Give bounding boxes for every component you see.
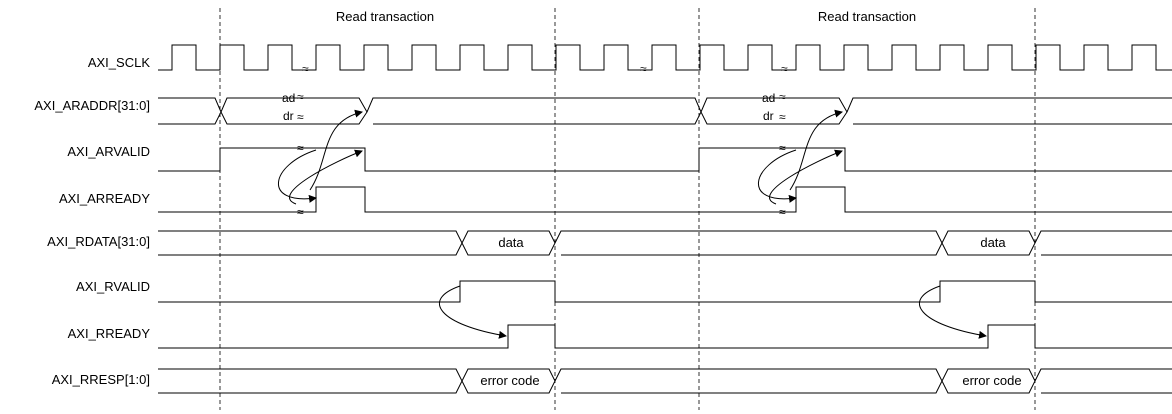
- break-mark: ≈: [779, 110, 786, 124]
- araddr-waveform: [158, 97, 1172, 125]
- arrow-to-araddr: [309, 109, 363, 191]
- arvalid-waveform: [158, 147, 1172, 172]
- signal-label-rvalid: AXI_RVALID: [76, 279, 150, 294]
- break-mark: ≈: [779, 141, 786, 155]
- rvalid-waveform: [158, 280, 1172, 303]
- araddr-label-line2: dr: [283, 109, 294, 123]
- rdata-value: data: [498, 235, 524, 250]
- sclk-break-marks: ≈ ≈ ≈: [302, 62, 788, 76]
- break-mark: ≈: [297, 141, 304, 155]
- rresp-waveform: [158, 368, 1172, 394]
- arrow-arvalid-to-arready: [758, 149, 797, 203]
- signal-label-rdata: AXI_RDATA[31:0]: [47, 234, 150, 249]
- break-mark: ≈: [297, 205, 304, 219]
- signal-label-arvalid: AXI_ARVALID: [67, 144, 150, 159]
- arrow-arvalid-to-arready: [278, 149, 317, 203]
- rready-waveform: [158, 324, 1172, 349]
- rresp-value: error code: [962, 373, 1021, 388]
- araddr-break-marks: ≈ ≈ ≈ ≈: [297, 90, 786, 124]
- guide-lines: [219, 8, 1036, 410]
- break-mark: ≈: [781, 62, 788, 76]
- break-mark: ≈: [297, 110, 304, 124]
- dependency-arrows-2: [758, 109, 987, 339]
- rdata-value: data: [980, 235, 1006, 250]
- arrow-arvalid-handshake: [289, 149, 363, 205]
- dependency-arrows-1: [278, 109, 507, 339]
- signal-label-arready: AXI_ARREADY: [59, 191, 150, 206]
- signal-label-araddr: AXI_ARADDR[31:0]: [34, 98, 150, 113]
- signal-labels: AXI_SCLK AXI_ARADDR[31:0] AXI_ARVALID AX…: [34, 55, 150, 387]
- sclk-waveform: [158, 44, 1172, 71]
- signal-label-rresp: AXI_RRESP[1:0]: [52, 372, 150, 387]
- break-mark: ≈: [297, 90, 304, 104]
- rdata-waveform: [158, 230, 1172, 256]
- arrow-rvalid-to-rready: [438, 285, 507, 339]
- signal-label-rready: AXI_RREADY: [68, 326, 151, 341]
- transaction-label-1: Read transaction: [336, 9, 434, 24]
- arready-waveform: [158, 186, 1172, 213]
- break-mark: ≈: [640, 62, 647, 76]
- araddr-label-line1: ad: [282, 91, 295, 105]
- araddr-label-line2: dr: [763, 109, 774, 123]
- arrow-arvalid-handshake: [769, 149, 843, 205]
- break-mark: ≈: [779, 90, 786, 104]
- rresp-value: error code: [480, 373, 539, 388]
- arrow-rvalid-to-rready: [918, 285, 987, 339]
- signal-label-sclk: AXI_SCLK: [88, 55, 150, 70]
- transaction-label-2: Read transaction: [818, 9, 916, 24]
- araddr-label-line1: ad: [762, 91, 775, 105]
- arrow-to-araddr: [789, 109, 843, 191]
- break-mark: ≈: [302, 62, 309, 76]
- break-mark: ≈: [779, 205, 786, 219]
